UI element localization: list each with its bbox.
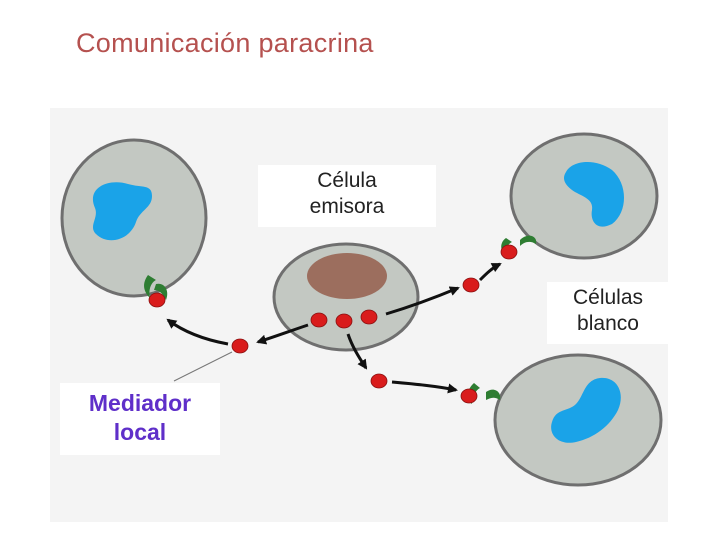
arrow-to-top-right (478, 262, 502, 282)
mediator-dot (370, 373, 388, 389)
mediator-dot (460, 388, 478, 404)
target-cells-label: Células blanco (547, 282, 669, 344)
emitter-cell-label: Célula emisora (258, 165, 436, 227)
diagram-title: Comunicación paracrina (76, 28, 374, 58)
target-cell-top-left (60, 138, 208, 298)
local-mediator-label-text: Mediador local (88, 390, 192, 445)
target-nucleus-top-left (92, 182, 152, 241)
mediator-dot (231, 338, 249, 354)
target-cell-bottom-right (493, 353, 663, 487)
local-mediator-label: Mediador local (60, 383, 220, 455)
arrow-emitter-down (346, 333, 368, 370)
mediator-dot (335, 313, 353, 329)
arrow-emitter-to-right (385, 286, 460, 316)
target-nucleus-top-right (564, 161, 624, 227)
arrow-to-bottom-right (391, 380, 458, 394)
emitter-cell-label-text: Célula emisora (309, 169, 385, 219)
mediator-dot (148, 292, 166, 308)
target-cell-top-right (509, 132, 659, 260)
mediator-dot (310, 312, 328, 328)
mediator-dot (500, 244, 518, 260)
mediator-dot (360, 309, 378, 325)
target-cells-label-text: Células blanco (572, 286, 644, 336)
mediator-molecules (148, 244, 518, 404)
mediador-leader-line (173, 351, 233, 382)
emitter-cell (272, 242, 420, 352)
target-nucleus-bottom-right (551, 377, 621, 443)
arrow-emitter-to-left (256, 323, 309, 345)
arrow-to-top-left (166, 318, 229, 346)
emitter-nucleus (307, 253, 387, 299)
mediator-dot (462, 277, 480, 293)
